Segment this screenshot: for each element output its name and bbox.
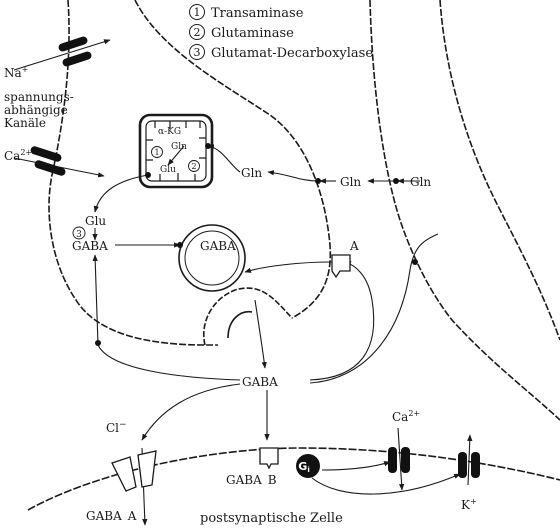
- arrow-gln-to-mito: [207, 144, 241, 173]
- gaba-vesicle-inner: [184, 230, 240, 286]
- legend-num-1: 1: [194, 6, 201, 19]
- vesicle-fusion: [227, 311, 253, 339]
- label-postsynaptic-cell: postsynaptische Zelle: [200, 511, 343, 526]
- active-zone-membrane: [203, 287, 293, 346]
- gaba-a-receptor: [111, 450, 157, 492]
- legend-item-2: Glutaminase: [211, 26, 294, 41]
- arrow-vesicle-release: [254, 299, 267, 369]
- label-ca-left: Ca2+: [4, 148, 32, 163]
- axon-membrane-left: [48, 0, 218, 346]
- gi-label: Gi: [298, 460, 309, 474]
- gi-protein: [296, 454, 320, 478]
- label-cl: Cl−: [106, 420, 127, 435]
- mitochondrion: [138, 113, 214, 189]
- arrow-ca-channel: [397, 427, 405, 491]
- axon-membrane-right: [134, 0, 332, 319]
- gaba-vesicle: [178, 224, 246, 292]
- gaba-b-receptor: [259, 447, 279, 470]
- dot-vesicle: [177, 242, 183, 248]
- label-mito-2: 2: [191, 162, 196, 171]
- transporter-a: [331, 254, 351, 279]
- arrow-gi-to-k: [311, 473, 461, 495]
- label-mito-1: 1: [154, 148, 159, 157]
- dot-mito-glu: [145, 172, 151, 178]
- arrow-gi-to-ca: [321, 461, 391, 471]
- label-mito-gln: Gln: [171, 142, 187, 152]
- label-gaba-presynaptic: GABA: [72, 239, 108, 253]
- arrow-gln-to-cytosol: [267, 170, 319, 182]
- arrow-transporter-in: [244, 261, 333, 273]
- arrow-glu-out-mito: [93, 174, 149, 213]
- label-k: K+: [461, 497, 477, 512]
- dot-gln-membrane: [315, 178, 321, 184]
- arrow-k-channel: [467, 434, 473, 486]
- legend-item-1: Transaminase: [211, 6, 304, 21]
- label-step-3: 3: [76, 230, 82, 240]
- channel-na: [13, 36, 111, 71]
- label-gaba-cleft: GABA: [242, 375, 278, 389]
- arrow-gln-glu-mito: [167, 145, 185, 166]
- arrow-reuptake-path: [92, 254, 99, 346]
- glia-membrane-inner: [369, 0, 560, 421]
- label-mito-glu: Glu: [160, 165, 176, 175]
- legend-num-2: 2: [194, 26, 201, 39]
- glia-membrane-outer: [439, 0, 560, 341]
- legend-num-3: 3: [194, 46, 201, 59]
- dot-reuptake: [95, 340, 101, 346]
- dot-gln-glia: [393, 178, 399, 184]
- channel-ca-presynaptic: [13, 146, 105, 178]
- dot-glia-uptake: [412, 259, 418, 265]
- label-transporter-a: A: [349, 239, 359, 253]
- label-channels-1: spannungs-: [4, 90, 74, 104]
- label-glu: Glu: [85, 214, 106, 228]
- label-na: Na+: [4, 65, 28, 80]
- postsynaptic-membrane: [27, 447, 560, 511]
- legend-item-3: Glutamat-Decarboxylase: [211, 46, 373, 61]
- arrow-gaba-to-gaba-a: [141, 383, 241, 441]
- label-channels-3: Kanäle: [4, 116, 46, 130]
- label-gln-a: Gln: [241, 166, 262, 180]
- legend: 1 Transaminase 2 Glutaminase 3 Glutamat-…: [189, 4, 373, 61]
- arrow-gaba-to-transporter: [309, 261, 375, 381]
- ca-channel-postsynaptic: [388, 447, 410, 473]
- label-channels-2: abhängige: [4, 103, 68, 117]
- label-gaba-vesicle: GABA: [200, 239, 236, 253]
- label-gln-b: Gln: [340, 175, 361, 189]
- label-mito-akg: α-KG: [158, 127, 181, 137]
- k-channel: [458, 452, 480, 478]
- arrow-reuptake-to-cleft: [97, 344, 241, 381]
- label-gln-c: Gln: [410, 175, 431, 189]
- dot-mito-gln: [205, 143, 211, 149]
- label-ca-right: Ca2+: [392, 409, 420, 424]
- arrow-gaba-to-glia: [309, 233, 439, 384]
